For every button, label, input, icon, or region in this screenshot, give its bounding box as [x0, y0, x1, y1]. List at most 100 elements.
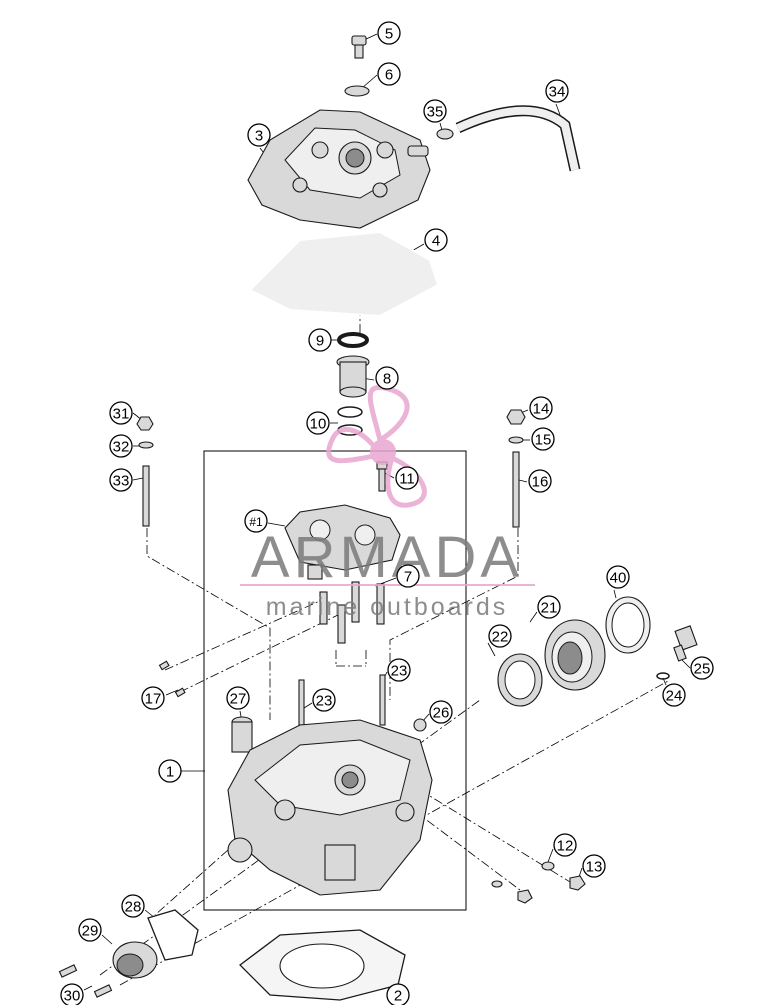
callout-circle [247, 123, 271, 147]
callout-circle [312, 688, 336, 712]
exhaust-flange [112, 941, 158, 979]
plug-lower [517, 889, 533, 904]
watermark-tagline: marine outboards [266, 593, 509, 621]
screw-plug [413, 718, 427, 732]
callout-22-18: 22 [488, 624, 512, 648]
callout-35-32: 35 [423, 99, 447, 123]
sealing-ring-12 [541, 861, 555, 871]
callout-circle [308, 328, 332, 352]
callout-circle [109, 468, 133, 492]
callout-circle [553, 833, 577, 857]
callout-12-11: 12 [553, 833, 577, 857]
callout-circle [395, 466, 419, 490]
callout-number: 30 [64, 988, 81, 1005]
callout-number: 10 [310, 416, 327, 433]
head-gasket [239, 929, 406, 1001]
callout-number: 22 [492, 629, 509, 646]
callout-number: 3 [255, 128, 263, 145]
callout-1-0: 1 [158, 759, 182, 783]
callout-circle [109, 434, 133, 458]
callout-number: 40 [610, 570, 627, 587]
callout-15-14: 15 [531, 427, 555, 451]
callout-circle [606, 565, 630, 589]
sealing-ring-small [491, 880, 503, 888]
callout-number: 5 [385, 26, 393, 43]
callout-3-2: 3 [247, 123, 271, 147]
dowel-pin-a [298, 679, 305, 726]
callout-number: 24 [666, 688, 683, 705]
callout-34-31: 34 [545, 79, 569, 103]
callout-circle [78, 918, 102, 942]
callout-number: 16 [532, 474, 549, 491]
callout-circle [121, 894, 145, 918]
left-stud-set [136, 416, 154, 527]
callout-circle [377, 21, 401, 45]
callout-circle [244, 509, 268, 533]
callout-circle [690, 656, 714, 680]
valve-cover [247, 109, 431, 229]
callout-25-22: 25 [690, 656, 714, 680]
o-ring-a [337, 406, 363, 418]
callout-circle [545, 79, 569, 103]
callout-8-7: 8 [375, 366, 399, 390]
callout-32-29: 32 [109, 434, 133, 458]
flange-screws [58, 964, 113, 998]
callout-number: 1 [166, 764, 174, 781]
center-bolt [376, 461, 388, 492]
callout-circle [531, 427, 555, 451]
brand-watermark: ARMADA marine outboards [240, 385, 535, 621]
callout-number: #1 [249, 515, 263, 529]
callout-circle [582, 854, 606, 878]
callout-circle [60, 983, 84, 1005]
callout-circle [396, 564, 420, 588]
callout-9-8: 9 [308, 328, 332, 352]
callout-14-13: 14 [529, 396, 553, 420]
callout-number: 4 [432, 233, 440, 250]
intake-flange [544, 619, 606, 691]
callout-number: 35 [427, 104, 444, 121]
callout-number: 26 [433, 705, 450, 722]
callout-hash-1-34: #1 [244, 509, 268, 533]
callout-circle [423, 99, 447, 123]
callout-21-17: 21 [537, 595, 561, 619]
callout-number: 2 [394, 988, 402, 1005]
callout-circle [387, 658, 411, 682]
propeller-hub [370, 439, 396, 465]
callout-7-6: 7 [396, 564, 420, 588]
callout-4-3: 4 [424, 228, 448, 252]
callout-number: 33 [113, 473, 130, 490]
callout-number: 11 [399, 471, 415, 488]
callout-number: 15 [535, 432, 552, 449]
callout-number: 25 [694, 661, 711, 678]
callout-circle [528, 469, 552, 493]
right-stud-set [506, 409, 526, 528]
callout-circle [529, 396, 553, 420]
callout-number: 12 [557, 838, 574, 855]
callout-29-26: 29 [78, 918, 102, 942]
plug-13 [569, 875, 586, 891]
callout-circle [488, 624, 512, 648]
callout-number: 9 [316, 333, 324, 350]
callout-40-33: 40 [606, 565, 630, 589]
callout-circle [109, 401, 133, 425]
callout-33-30: 33 [109, 468, 133, 492]
callout-11-10: 11 [395, 466, 419, 490]
assembly-frame [203, 450, 467, 911]
sensor-o-ring [656, 672, 670, 680]
callout-5-4: 5 [377, 21, 401, 45]
callout-circle [662, 683, 686, 707]
callout-circle [386, 983, 410, 1005]
callout-number: 28 [125, 899, 142, 916]
callout-number: 13 [586, 859, 603, 876]
callout-circle [424, 228, 448, 252]
spark-plug-sleeve [336, 355, 370, 398]
callout-13-12: 13 [582, 854, 606, 878]
coolant-fitting [231, 716, 253, 753]
callout-31-28: 31 [109, 401, 133, 425]
o-ring-top [337, 332, 369, 348]
callout-6-5: 6 [377, 62, 401, 86]
callout-number: 23 [316, 693, 333, 710]
callout-number: 7 [404, 569, 412, 586]
